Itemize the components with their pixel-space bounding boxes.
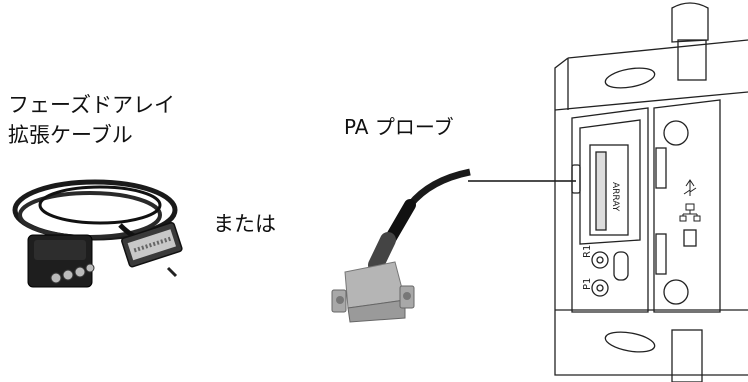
cable-label-line1: フェーズドアレイ	[8, 93, 175, 117]
extension-cable-image	[12, 179, 183, 288]
network-icon	[679, 203, 701, 222]
probe-label: PA プローブ	[344, 115, 454, 139]
usb-icon	[683, 179, 697, 196]
port-r1-label: R1	[582, 245, 593, 258]
or-label: または	[213, 212, 276, 236]
pa-probe-image	[331, 168, 471, 323]
port-p1-label: P1	[582, 278, 593, 290]
instrument-device	[554, 2, 748, 382]
cable-label-line2: 拡張ケーブル	[8, 123, 133, 147]
slot-label: ARRAY	[610, 182, 620, 212]
